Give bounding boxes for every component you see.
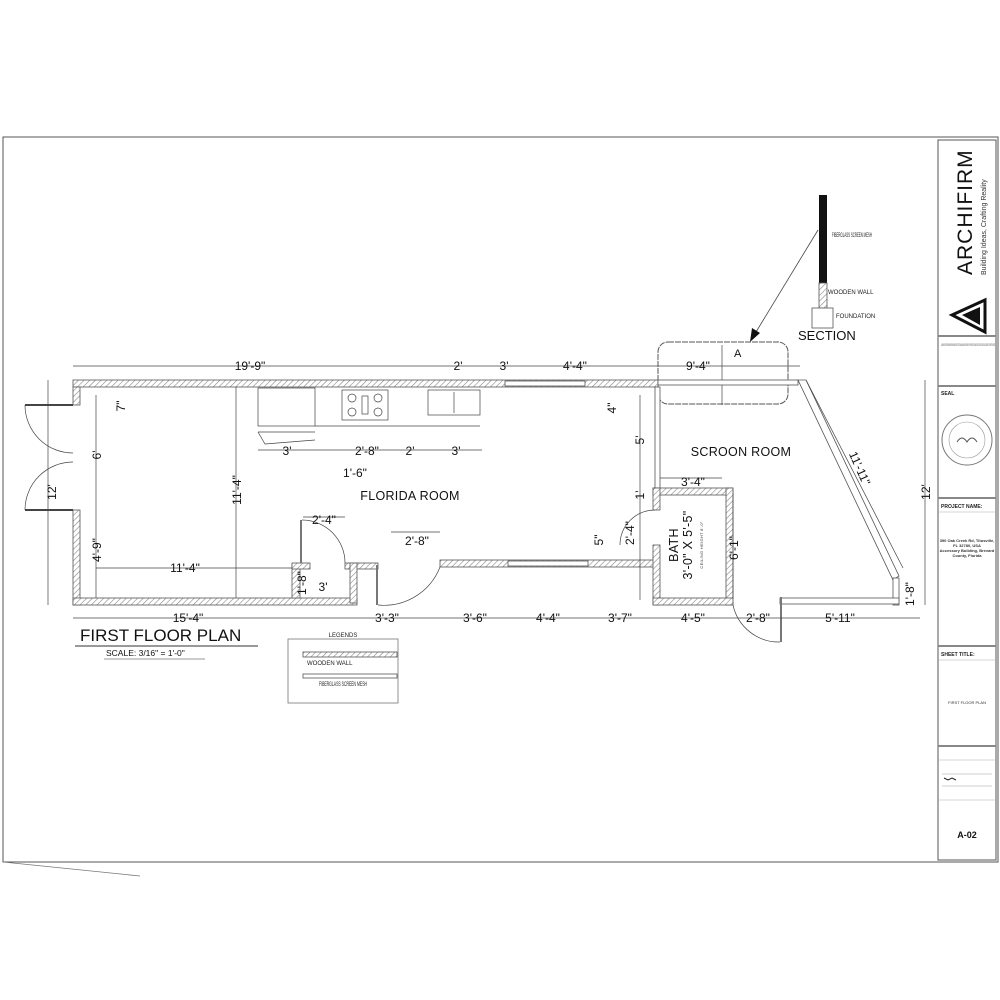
doors [24, 404, 781, 643]
dim-kitchen-3: 3' [283, 444, 292, 458]
logo-text: ARCHIFIRM [954, 149, 977, 275]
section-label-wall: WOODEN WALL [828, 290, 874, 296]
wooden-wall-column [818, 282, 828, 309]
dim-int-4in: 4" [605, 403, 619, 414]
room-label-bath-note: CEILING HEIGHT 8'-0" [699, 521, 704, 569]
svg-text:390 Oak Creek Rd, Titusville,: 390 Oak Creek Rd, Titusville, [940, 538, 995, 543]
legend-item-mesh: FIBERGLASS SCREEN MESH [319, 682, 367, 688]
kitchen-fixtures [257, 387, 481, 445]
dimension-labels: 19'-9" 2' 3' 4'-4" 9'-4" 3' 2'-8" 2' 3' … [45, 359, 933, 625]
dim-left-4-9: 4'-9" [90, 538, 104, 562]
svg-text:Accessory Building, Brevard: Accessory Building, Brevard [940, 548, 995, 553]
section-leader-arrow [755, 229, 819, 333]
fiberglass-mesh-column [819, 195, 827, 283]
seal-label: SEAL [941, 391, 954, 397]
plan-title: FIRST FLOOR PLAN [80, 626, 241, 645]
svg-text:County, Florida: County, Florida [952, 553, 982, 558]
dim-left-7in: 7" [114, 401, 128, 412]
dim-bottom-3-6: 3'-6" [463, 611, 487, 625]
dim-int-1: 1' [633, 491, 647, 500]
room-label-bath-size: 3'-0" X 5'-5" [681, 511, 695, 580]
dim-int-3-4: 3'-4" [681, 475, 705, 489]
dim-int-11-4: 11'-4" [170, 561, 200, 575]
sheet-title: FIRST FLOOR PLAN [948, 700, 986, 705]
dim-bottom-2-8: 2'-8" [746, 611, 770, 625]
dim-int-6-1: 6'-1" [727, 536, 741, 560]
room-label-screen: SCROON ROOM [691, 445, 792, 459]
dimension-lines [47, 365, 926, 619]
dim-left-12: 12' [45, 484, 59, 500]
foundation-block [811, 307, 834, 329]
room-label-bath: BATH [667, 528, 681, 562]
dim-kitchen-2-8: 2'-8" [355, 444, 379, 458]
logo-tagline: Building Ideas, Crafting Reality [981, 179, 988, 275]
project-name-label: PROJECT NAME: [941, 504, 983, 510]
dim-int-5: 5' [633, 436, 647, 445]
sheet-number: A-02 [957, 830, 977, 840]
revision-table [942, 773, 992, 787]
arrowhead-icon [750, 328, 760, 342]
dim-int-11-4-vertical: 11'-4" [230, 475, 244, 505]
dim-left-6: 6' [90, 451, 104, 460]
section-detail: FIBERGLASS SCREEN MESH WOODEN WALL FOUND… [750, 195, 875, 343]
dim-int-5in: 5" [592, 535, 606, 546]
seal-stamp [941, 414, 993, 466]
dim-top-19-9: 19'-9" [235, 359, 266, 373]
dim-top-9-4: 9'-4" [686, 359, 710, 373]
dim-top-2: 2' [454, 359, 463, 373]
title-block: ARCHIFIRM Building Ideas, Crafting Reali… [937, 139, 997, 861]
dim-bottom-5-11: 5'-11" [825, 611, 855, 625]
sheet-border [2, 136, 999, 877]
sheet-title-label: SHEET TITLE: [941, 652, 975, 658]
legend-item-wooden-wall: WOODEN WALL [307, 661, 353, 667]
dim-bottom-3-3: 3'-3" [375, 611, 399, 625]
dim-top-3: 3' [500, 359, 509, 373]
dim-int-1-8: 1'-8" [295, 571, 309, 595]
title-block-notes: ALL DRAWINGS & WRITTEN MATERIAL APPEARIN… [941, 342, 995, 347]
dim-bottom-3-7: 3'-7" [608, 611, 632, 625]
legend: LEGENDS WOODEN WALL FIBERGLASS SCREEN ME… [287, 633, 399, 704]
plan-scale: SCALE: 3/16" = 1'-0" [106, 648, 185, 658]
legend-title: LEGENDS [329, 633, 358, 639]
revision-cloud: A [657, 341, 789, 405]
dim-bottom-4-4: 4'-4" [536, 611, 560, 625]
section-label-foundation: FOUNDATION [836, 314, 875, 320]
section-marker-label: A [734, 348, 742, 360]
room-labels: FLORIDA ROOM SCROON ROOM BATH 3'-0" X 5'… [360, 445, 791, 579]
dim-top-4-4: 4'-4" [563, 359, 587, 373]
legend-wooden-wall-swatch [302, 651, 398, 658]
walls [72, 379, 900, 642]
dim-int-2-8: 2'-8" [405, 534, 429, 548]
plan-title-block: FIRST FLOOR PLAN SCALE: 3/16" = 1'-0" [75, 626, 258, 660]
dim-right-1-8: 1'-8" [903, 582, 917, 606]
dim-int-2-4b: 2'-4" [623, 521, 637, 545]
room-label-florida: FLORIDA ROOM [360, 489, 459, 503]
section-label-mesh: FIBERGLASS SCREEN MESH [832, 233, 872, 239]
dim-kitchen-2: 2' [406, 444, 415, 458]
legend-mesh-swatch [302, 673, 398, 679]
section-title: SECTION [798, 328, 856, 343]
logo-triangle-icon [948, 297, 987, 335]
dim-int-2-4: 2'-4" [312, 513, 336, 527]
dim-int-3: 3' [319, 580, 328, 594]
project-name: 390 Oak Creek Rd, Titusville, FL 32780, … [940, 538, 995, 558]
dim-right-12: 12' [919, 484, 933, 500]
svg-text:FL 32780, USA: FL 32780, USA [953, 543, 981, 548]
dim-bottom-15-4: 15'-4" [173, 611, 204, 625]
dim-kitchen-1-6: 1'-6" [343, 466, 367, 480]
dim-kitchen-3b: 3' [452, 444, 461, 458]
dim-bottom-4-5: 4'-5" [681, 611, 705, 625]
